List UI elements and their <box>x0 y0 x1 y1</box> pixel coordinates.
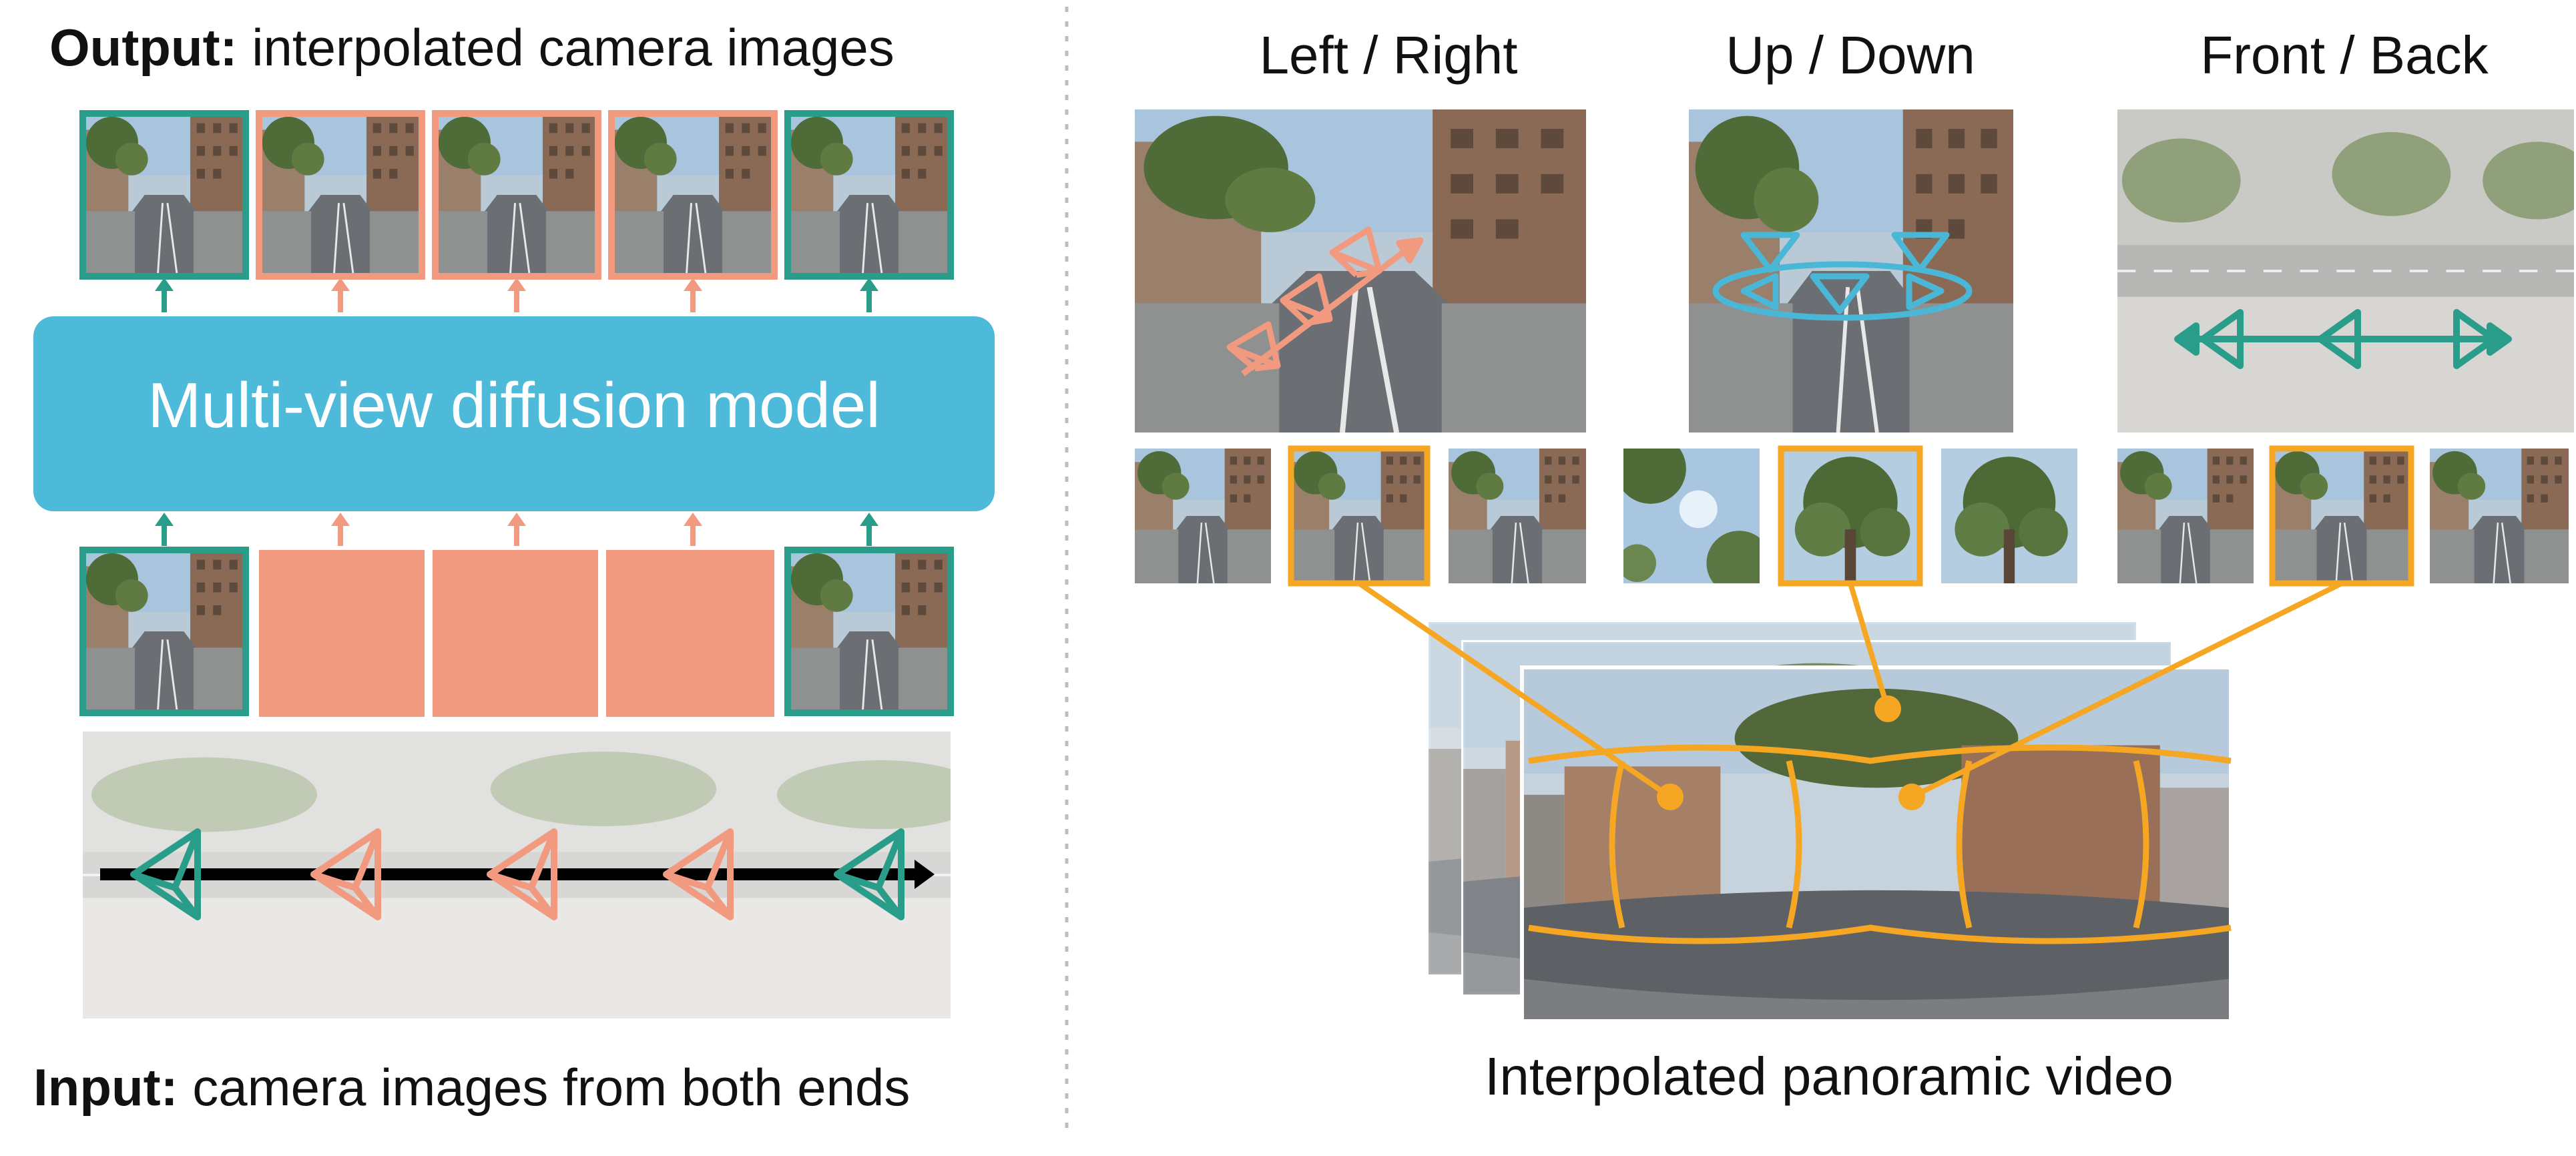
input-frames <box>79 547 954 717</box>
left-right-thumb-1 <box>1135 449 1271 583</box>
front-back-thumb-3 <box>2430 449 2569 583</box>
camera-teal-start <box>130 828 201 920</box>
column-title-up-down: Up / Down <box>1726 25 1975 85</box>
front-back-thumb-1 <box>2117 449 2254 583</box>
masked-frame-2 <box>433 550 598 717</box>
model-label: Multi-view diffusion model <box>148 370 880 441</box>
front-back-overview <box>2117 109 2576 432</box>
up-down-thumb-1 <box>1623 449 1760 583</box>
front-back-thumbnails <box>2117 445 2569 587</box>
output-frame-5 <box>784 110 954 280</box>
left-right-overview <box>1135 109 1586 432</box>
up-down-column <box>1623 109 2077 587</box>
column-title-left-right: Left / Right <box>1260 25 1518 85</box>
panoramic-video-stack <box>1427 620 2233 1023</box>
front-back-column <box>2117 109 2576 587</box>
camera-salmon-3 <box>663 828 734 920</box>
diffusion-model-block: Multi-view diffusion model <box>33 316 995 511</box>
camera-teal-end <box>834 828 905 920</box>
thumbnail-connectors <box>1357 581 2343 800</box>
left-right-cameras <box>1226 226 1424 376</box>
left-right-thumb-2 <box>1291 449 1427 583</box>
left-right-column <box>1135 109 1586 587</box>
right-panel: Left / Right Up / Down Front / Back <box>1135 25 2576 1106</box>
output-frame-1 <box>79 110 249 280</box>
masked-frame-1 <box>259 550 425 717</box>
input-label: Input: camera images from both ends <box>33 1058 910 1117</box>
output-frame-3 <box>432 110 601 280</box>
up-down-thumb-3 <box>1941 449 2077 583</box>
connector-dots <box>1657 695 1925 810</box>
camera-salmon-1 <box>310 828 381 920</box>
front-back-cameras <box>2174 309 2512 369</box>
output-frame-2 <box>256 110 425 280</box>
up-down-cameras <box>1712 232 1973 321</box>
output-frames <box>79 110 954 280</box>
output-frame-4 <box>608 110 778 280</box>
panorama-frame <box>1520 665 2233 1023</box>
panorama-tile-grid <box>1528 744 2232 944</box>
panorama-caption: Interpolated panoramic video <box>1485 1047 2173 1106</box>
input-frame-1 <box>79 547 249 716</box>
left-right-thumb-3 <box>1449 449 1586 583</box>
trajectory-arrowhead <box>915 860 935 889</box>
output-label: Output: interpolated camera images <box>49 18 894 77</box>
masked-frame-3 <box>606 550 774 717</box>
left-right-thumbnails <box>1135 445 1586 587</box>
front-back-thumb-2 <box>2272 449 2411 583</box>
left-panel: Output: interpolated camera images <box>33 18 995 1117</box>
camera-trajectory-view <box>83 732 985 1019</box>
input-arrows <box>155 513 878 546</box>
column-title-front-back: Front / Back <box>2200 25 2489 85</box>
camera-salmon-2 <box>487 828 557 920</box>
up-down-thumb-2 <box>1781 449 1920 583</box>
input-frame-5 <box>784 547 954 716</box>
up-down-overview <box>1689 109 2013 432</box>
up-down-thumbnails <box>1623 445 2077 587</box>
output-arrows <box>155 278 878 312</box>
